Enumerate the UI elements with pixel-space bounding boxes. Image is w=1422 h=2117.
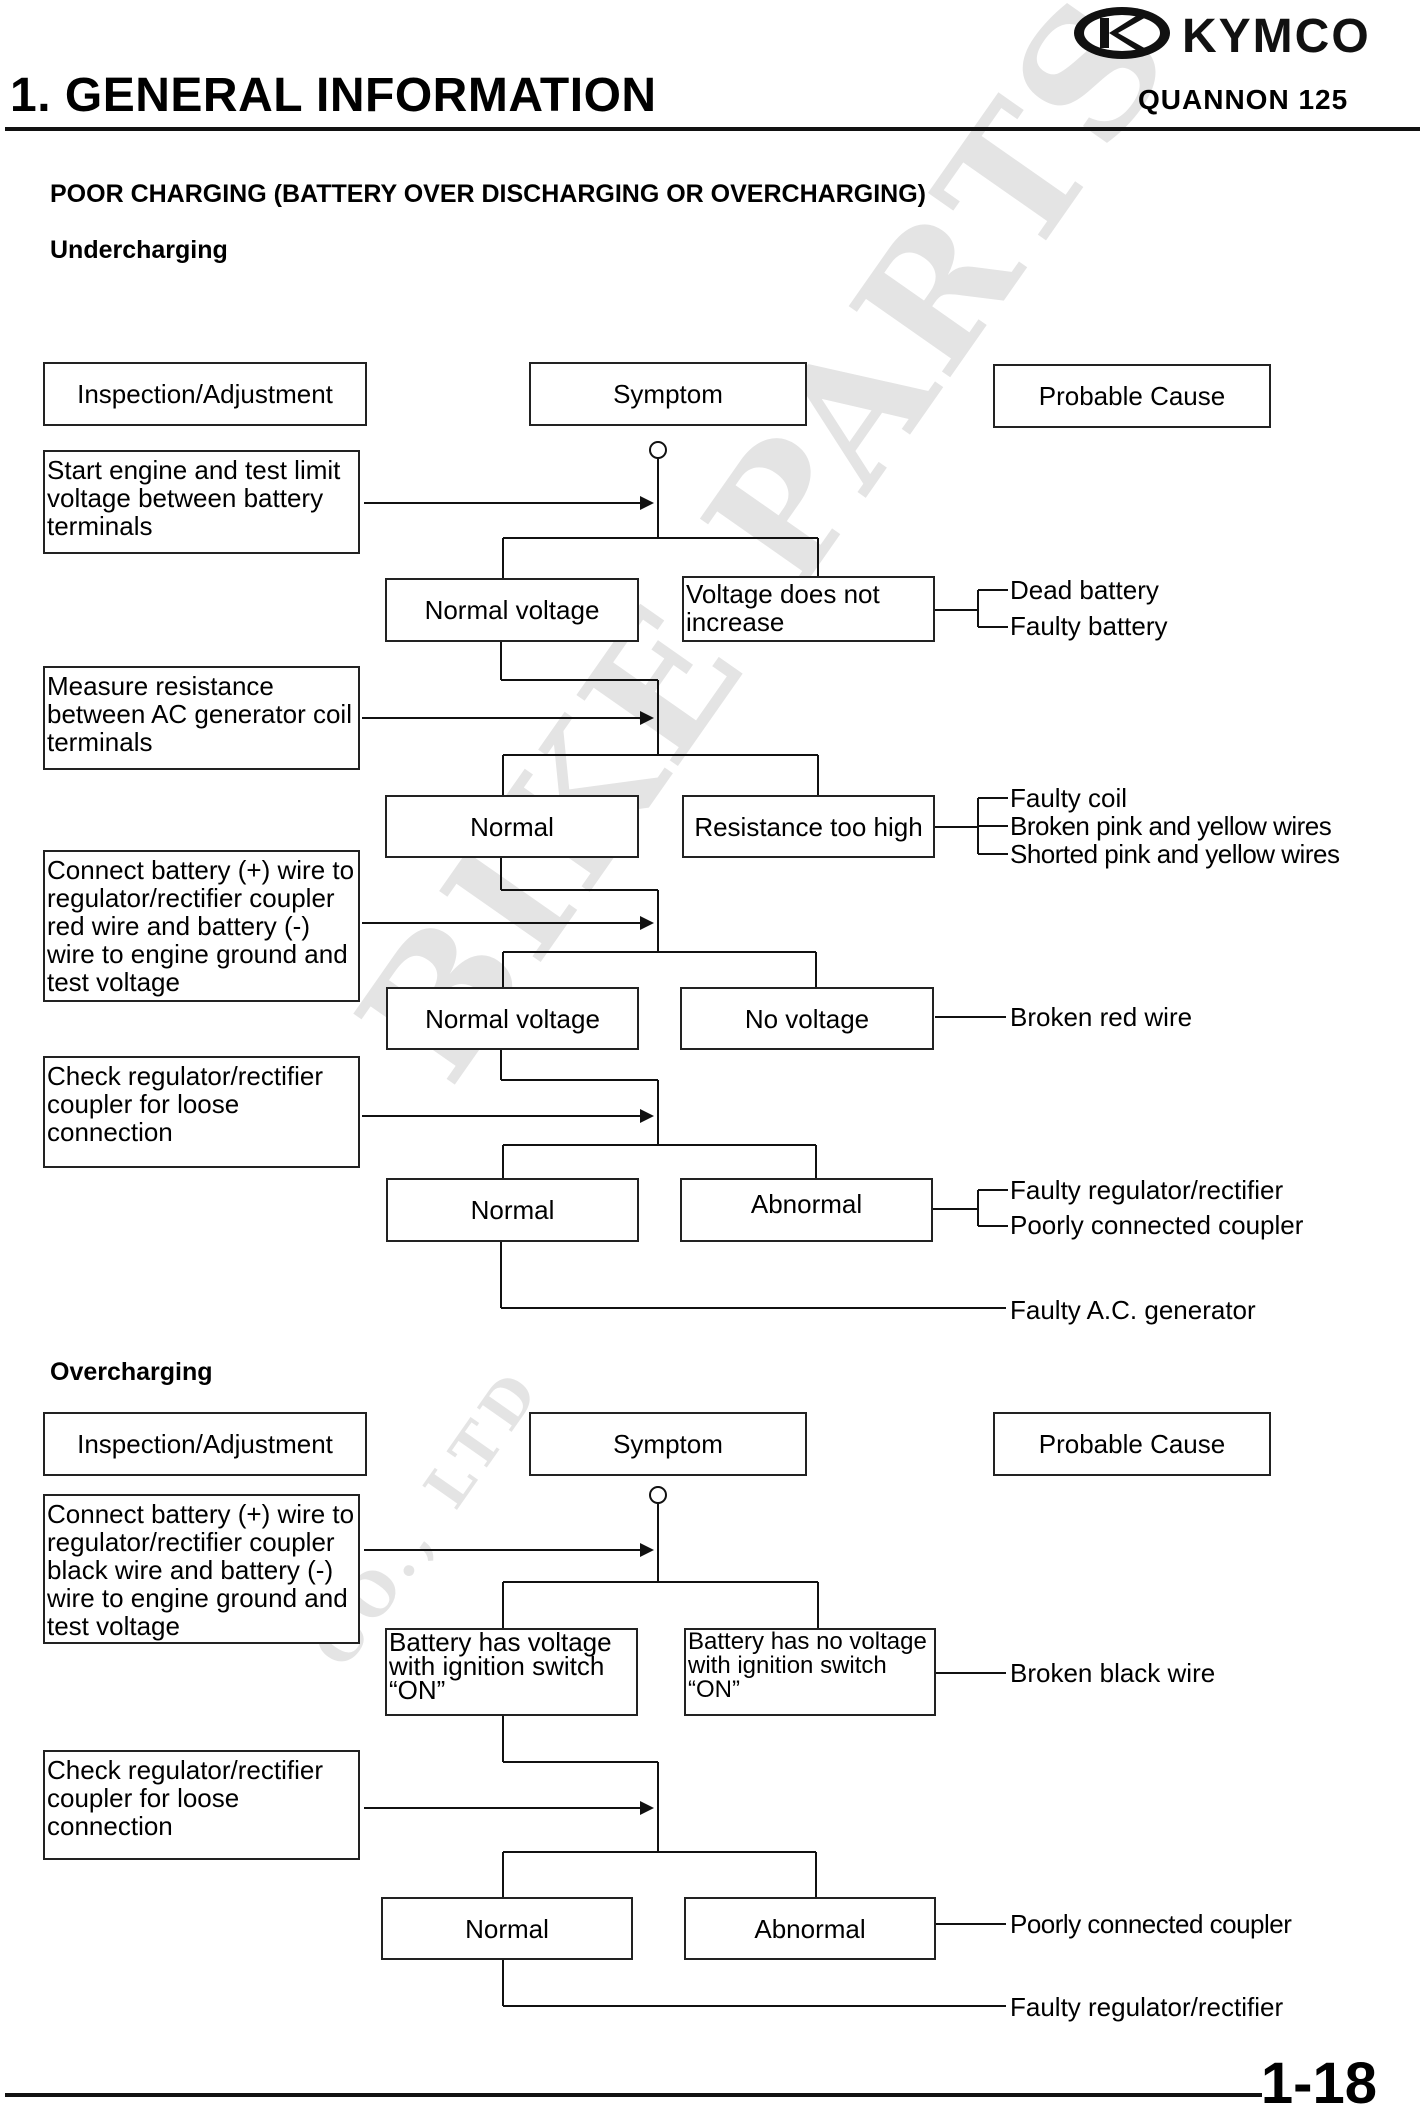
- cause-dead-battery: Dead battery: [1010, 575, 1159, 605]
- symptom-no-voltage: No voltage: [680, 987, 934, 1050]
- cause-faulty-ac-generator: Faulty A.C. generator: [1010, 1295, 1256, 1325]
- symptom-abnormal: Abnormal: [680, 1178, 933, 1242]
- brand-text: KYMCO: [1182, 10, 1371, 62]
- step-connect-red-wire: Connect battery (+) wire to regulator/re…: [43, 850, 360, 1002]
- symptom-voltage-not-increase: Voltage does not increase: [682, 576, 935, 642]
- cause-broken-red-wire: Broken red wire: [1010, 1002, 1193, 1032]
- cause-poor-coupler-2: Poorly connected coupler: [1010, 1909, 1292, 1939]
- symptom-normal-voltage: Normal voltage: [385, 578, 639, 642]
- step-check-coupler: Check regulator/rectifier coupler for lo…: [43, 1056, 360, 1168]
- cause-faulty-coil: Faulty coil: [1010, 783, 1128, 813]
- header-symptom: Symptom: [529, 362, 807, 426]
- page-number: 1-18: [1260, 2051, 1377, 2116]
- cause-broken-black-wire: Broken black wire: [1010, 1658, 1216, 1688]
- step-test-voltage: Start engine and test limit voltage betw…: [43, 450, 360, 554]
- page-title: 1. GENERAL INFORMATION: [10, 69, 657, 122]
- cause-poor-coupler: Poorly connected coupler: [1010, 1210, 1304, 1240]
- model-name: QUANNON 125: [1138, 84, 1349, 115]
- kymco-logo: KYMCO: [1070, 2, 1415, 63]
- cause-faulty-regulator: Faulty regulator/rectifier: [1010, 1175, 1284, 1205]
- symptom-normal-2: Normal: [381, 1897, 633, 1960]
- step-measure-resistance: Measure resistance between AC generator …: [43, 666, 360, 770]
- cause-shorted-pink-yellow: Shorted pink and yellow wires: [1010, 839, 1340, 869]
- section-title: POOR CHARGING (BATTERY OVER DISCHARGING …: [50, 180, 926, 208]
- symptom-normal-voltage-2: Normal voltage: [386, 987, 639, 1050]
- header-inspection: Inspection/Adjustment: [43, 362, 367, 426]
- overcharging-subtitle: Overcharging: [50, 1358, 213, 1386]
- header-probable-cause-2: Probable Cause: [993, 1412, 1271, 1476]
- symptom-no-voltage-2: Battery has no voltage with ignition swi…: [684, 1628, 936, 1716]
- symptom-abnormal-2: Abnormal: [684, 1897, 936, 1960]
- header-symptom-2: Symptom: [529, 1412, 807, 1476]
- step-check-coupler-2: Check regulator/rectifier coupler for lo…: [43, 1750, 360, 1860]
- cause-broken-pink-yellow: Broken pink and yellow wires: [1010, 811, 1332, 841]
- symptom-has-voltage: Battery has voltage with ignition switch…: [385, 1628, 638, 1716]
- header-probable-cause: Probable Cause: [993, 364, 1271, 428]
- cause-faulty-regulator-2: Faulty regulator/rectifier: [1010, 1992, 1284, 2022]
- symptom-resistance-high: Resistance too high: [682, 795, 935, 858]
- header-inspection-2: Inspection/Adjustment: [43, 1412, 367, 1476]
- symptom-normal-resistance: Normal: [385, 795, 639, 858]
- undercharging-subtitle: Undercharging: [50, 236, 228, 264]
- step-connect-black-wire: Connect battery (+) wire to regulator/re…: [43, 1494, 360, 1644]
- cause-faulty-battery: Faulty battery: [1010, 611, 1168, 641]
- symptom-normal-coupler: Normal: [386, 1178, 639, 1242]
